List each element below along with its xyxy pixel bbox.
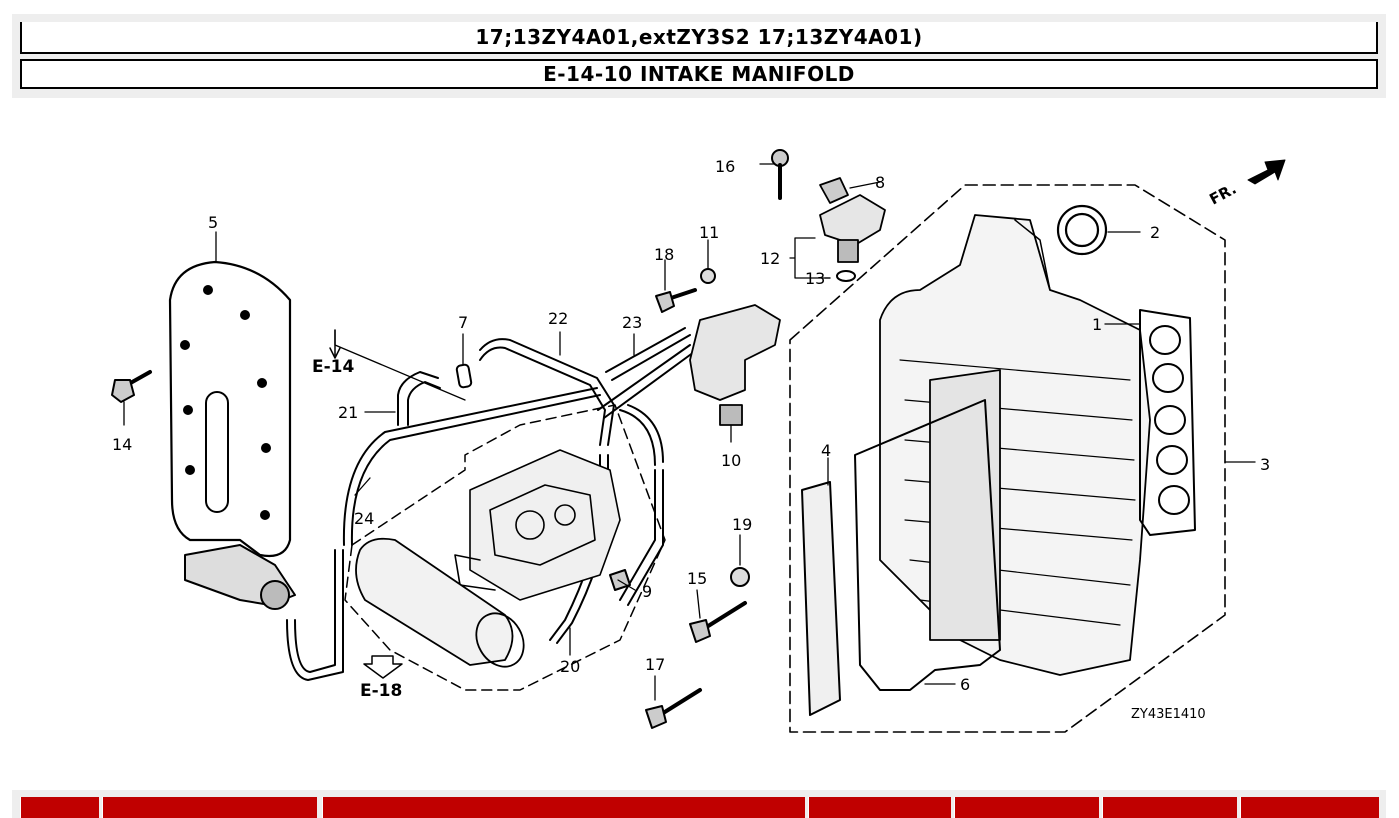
part-9-fitting bbox=[609, 569, 631, 591]
callout-20: 20 bbox=[560, 657, 580, 676]
intake-manifold bbox=[879, 214, 1151, 676]
e18-arrow-icon bbox=[363, 655, 403, 679]
part-11-nut bbox=[700, 268, 716, 284]
part-19-nut bbox=[730, 567, 750, 587]
callout-1: 1 bbox=[1092, 315, 1102, 334]
throttle-body bbox=[454, 449, 621, 601]
part-1-gasket bbox=[1139, 309, 1196, 536]
part-15-bolt bbox=[689, 601, 747, 643]
manifold-assembly-box bbox=[789, 184, 1226, 733]
callout-2: 2 bbox=[1150, 223, 1160, 242]
ref-e18[interactable]: E-18 bbox=[360, 681, 402, 701]
callout-23: 23 bbox=[622, 313, 642, 332]
callout-10: 10 bbox=[721, 451, 741, 470]
part-14-bolt bbox=[111, 370, 152, 403]
parts-diagram: 5 14 21 24 7 22 23 18 11 12 13 16 8 10 2… bbox=[111, 149, 1286, 733]
section-title: E-14-10 INTAKE MANIFOLD bbox=[20, 59, 1378, 89]
part-2-ring bbox=[1056, 204, 1108, 256]
part-10-valve bbox=[689, 304, 781, 426]
callout-14: 14 bbox=[112, 435, 132, 454]
callout-13: 13 bbox=[805, 269, 825, 288]
table-header-cell bbox=[808, 797, 951, 818]
table-header-cell bbox=[20, 797, 99, 818]
model-line: 17;13ZY4A01,extZY3S2 17;13ZY4A01) bbox=[20, 22, 1378, 54]
part-4-plate bbox=[801, 481, 841, 716]
callout-8: 8 bbox=[875, 173, 885, 192]
part-17-bolt bbox=[645, 688, 702, 729]
callout-19: 19 bbox=[732, 515, 752, 534]
callout-4: 4 bbox=[821, 441, 831, 460]
part-13-oring bbox=[836, 270, 856, 282]
callout-3: 3 bbox=[1260, 455, 1270, 474]
callout-11: 11 bbox=[699, 223, 719, 242]
filter-canister bbox=[355, 537, 525, 668]
callout-18: 18 bbox=[654, 245, 674, 264]
e14-arrow bbox=[329, 329, 341, 359]
fr-arrow-icon bbox=[1247, 159, 1286, 185]
callout-24: 24 bbox=[354, 509, 374, 528]
callout-15: 15 bbox=[687, 569, 707, 588]
table-header-cell bbox=[954, 797, 1099, 818]
part-8-12-sensor bbox=[819, 177, 886, 263]
part-6-gasket bbox=[854, 399, 1001, 691]
parts-table-header bbox=[12, 790, 1386, 818]
table-header-cell bbox=[1240, 797, 1379, 818]
part-16-screw bbox=[771, 149, 789, 200]
callout-16: 16 bbox=[715, 157, 735, 176]
ref-e14[interactable]: E-14 bbox=[312, 357, 354, 377]
callout-22: 22 bbox=[548, 309, 568, 328]
callout-9: 9 bbox=[642, 582, 652, 601]
figure-code: ZY43E1410 bbox=[1131, 707, 1206, 722]
callout-17: 17 bbox=[645, 655, 665, 674]
direction-label: FR. bbox=[1206, 180, 1239, 209]
callout-12: 12 bbox=[760, 249, 780, 268]
part-7-fitting bbox=[455, 363, 473, 389]
throttle-dashed-region bbox=[344, 404, 666, 691]
part-18-bolt bbox=[655, 288, 697, 313]
callout-6: 6 bbox=[960, 675, 970, 694]
callout-5: 5 bbox=[208, 213, 218, 232]
header-panel: 17;13ZY4A01,extZY3S2 17;13ZY4A01) E-14-1… bbox=[12, 14, 1386, 98]
table-header-cell bbox=[1102, 797, 1237, 818]
part-5-plate bbox=[168, 260, 296, 610]
callout-7: 7 bbox=[458, 313, 468, 332]
table-header-cell bbox=[322, 797, 805, 818]
callout-21: 21 bbox=[338, 403, 358, 422]
table-header-cell bbox=[102, 797, 317, 818]
